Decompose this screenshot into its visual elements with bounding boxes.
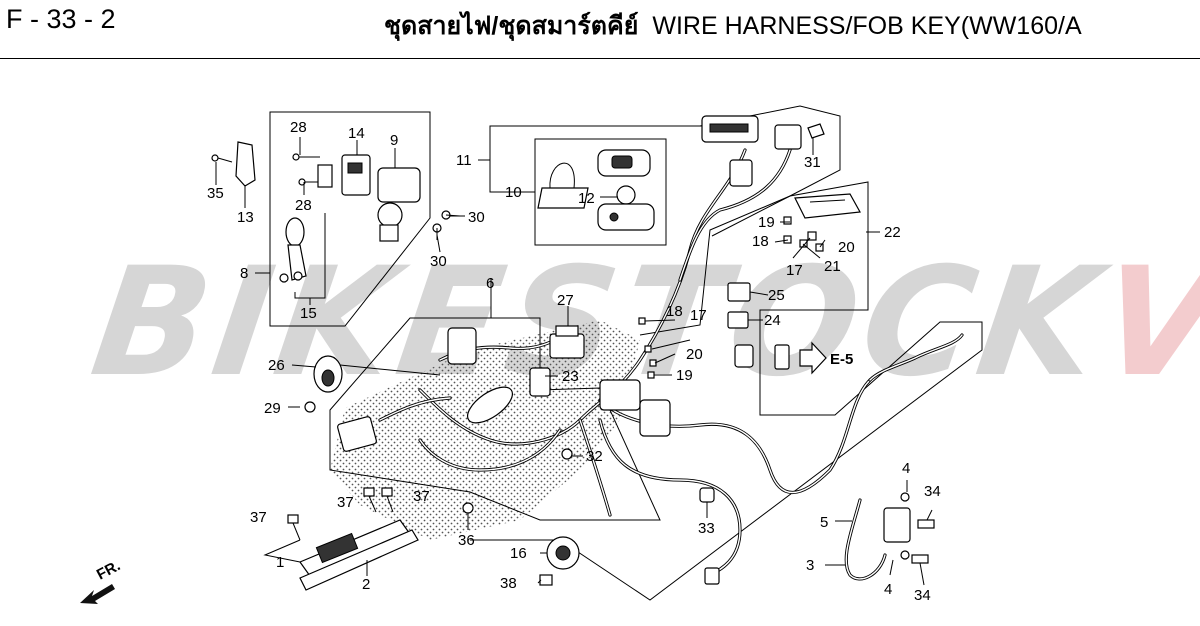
part-number: 19 — [676, 367, 693, 384]
strap-8 — [279, 217, 307, 283]
part-number: 37 — [337, 494, 354, 511]
part-number: 15 — [300, 305, 317, 322]
title-english: WIRE HARNESS/FOB KEY(WW160/A — [652, 12, 1082, 40]
part-number: 24 — [764, 312, 781, 329]
part-number: 16 — [510, 545, 527, 562]
nut-31 — [807, 123, 825, 139]
part-number: 34 — [924, 483, 941, 500]
module-22 — [794, 193, 861, 219]
part-number: 37 — [250, 509, 267, 526]
part-number: 36 — [458, 532, 475, 549]
connector-23 — [529, 367, 551, 397]
part-33 — [699, 487, 715, 503]
part-number: 2 — [362, 576, 370, 593]
relay-25 — [727, 282, 751, 302]
part-number: 8 — [240, 265, 248, 282]
connector-27 — [549, 325, 585, 359]
e5-reference: E-5 — [799, 341, 853, 375]
part-number: 5 — [820, 514, 828, 531]
part-number: 4 — [902, 460, 910, 477]
part-number: 31 — [804, 154, 821, 171]
part-number: 32 — [586, 448, 603, 465]
harness-connector — [447, 327, 477, 365]
part-number: 12 — [578, 190, 595, 207]
part-number: 4 — [884, 581, 892, 598]
part-number: 18 — [666, 303, 683, 320]
part-number: 17 — [690, 307, 707, 324]
part-number: 28 — [295, 197, 312, 214]
part-number: 21 — [824, 258, 841, 275]
horn-16 — [546, 536, 580, 570]
part-number: 9 — [390, 132, 398, 149]
connector-e5 — [774, 344, 790, 370]
part-number: 1 — [276, 554, 284, 571]
part-number: 33 — [698, 520, 715, 537]
front-label: FR. — [94, 557, 123, 583]
part-number: 17 — [786, 262, 803, 279]
grommet-32 — [561, 448, 573, 460]
part-number: 20 — [686, 346, 703, 363]
switch-group-box — [269, 111, 431, 327]
front-marker: FR. — [80, 557, 123, 604]
part-number: 14 — [348, 125, 365, 142]
part-number: 30 — [430, 253, 447, 270]
part-number: 28 — [290, 119, 307, 136]
part-number: 23 — [562, 368, 579, 385]
relay-24 — [727, 311, 749, 329]
part-number: 20 — [838, 239, 855, 256]
bolt-35 — [211, 154, 233, 163]
control-unit-box — [470, 181, 983, 601]
small-parts-17-20-left — [638, 317, 657, 379]
bolts-37 — [287, 487, 394, 541]
part-number: 6 — [486, 275, 494, 292]
page-header: F - 33 - 2 ชุดสายไฟ/ชุดสมาร์ตคีย์ WIRE HA… — [0, 0, 1200, 59]
pad-1-2 — [299, 519, 419, 591]
part-number: 3 — [806, 557, 814, 574]
harness-clamp — [467, 386, 513, 424]
bracket-13 — [235, 141, 256, 187]
ignition-9 — [377, 167, 421, 242]
main-wire-harness — [337, 124, 964, 585]
small-parts-17-21 — [783, 216, 824, 252]
part-number: 37 — [413, 488, 430, 505]
unit-11 — [701, 115, 759, 143]
nut-36 — [462, 502, 474, 514]
page-code: F - 33 - 2 — [6, 4, 116, 34]
harness-shaded-area — [330, 320, 640, 540]
part-number: 22 — [884, 224, 901, 241]
part-26 — [313, 355, 343, 393]
bracket-11 — [489, 125, 706, 160]
part-number: 30 — [468, 209, 485, 226]
sensor-3-5 — [844, 492, 935, 581]
part-number: 27 — [557, 292, 574, 309]
part-number: 13 — [237, 209, 254, 226]
title-thai: ชุดสายไฟ/ชุดสมาร์ตคีย์ — [384, 12, 639, 40]
page-title: ชุดสายไฟ/ชุดสมาร์ตคีย์ WIRE HARNESS/FOB K… — [384, 6, 1082, 46]
harness-outline-box — [639, 105, 841, 336]
part-number: 38 — [500, 575, 517, 592]
part-number: 34 — [914, 587, 931, 604]
main-harness-box — [329, 317, 661, 521]
part-number: 35 — [207, 185, 224, 202]
switch-14 — [341, 154, 371, 196]
fob-key-12 — [537, 149, 655, 231]
part-number: 18 — [752, 233, 769, 250]
part-number: 26 — [268, 357, 285, 374]
parts-diagram: E-5 FR. 28 14 9 35 13 28 30 30 8 15 11 1… — [80, 105, 983, 604]
leader-lines — [215, 137, 933, 586]
part-number: 11 — [456, 152, 472, 169]
e5-label: E-5 — [830, 351, 853, 368]
part-number: 25 — [768, 287, 785, 304]
bolts-28 — [292, 153, 333, 188]
part-number: 10 — [505, 184, 522, 201]
part-number: 19 — [758, 214, 775, 231]
part-number-labels: 28 14 9 35 13 28 30 30 8 15 11 10 12 6 2… — [207, 119, 941, 604]
part-number: 29 — [264, 400, 281, 417]
bolt-38 — [539, 574, 553, 586]
